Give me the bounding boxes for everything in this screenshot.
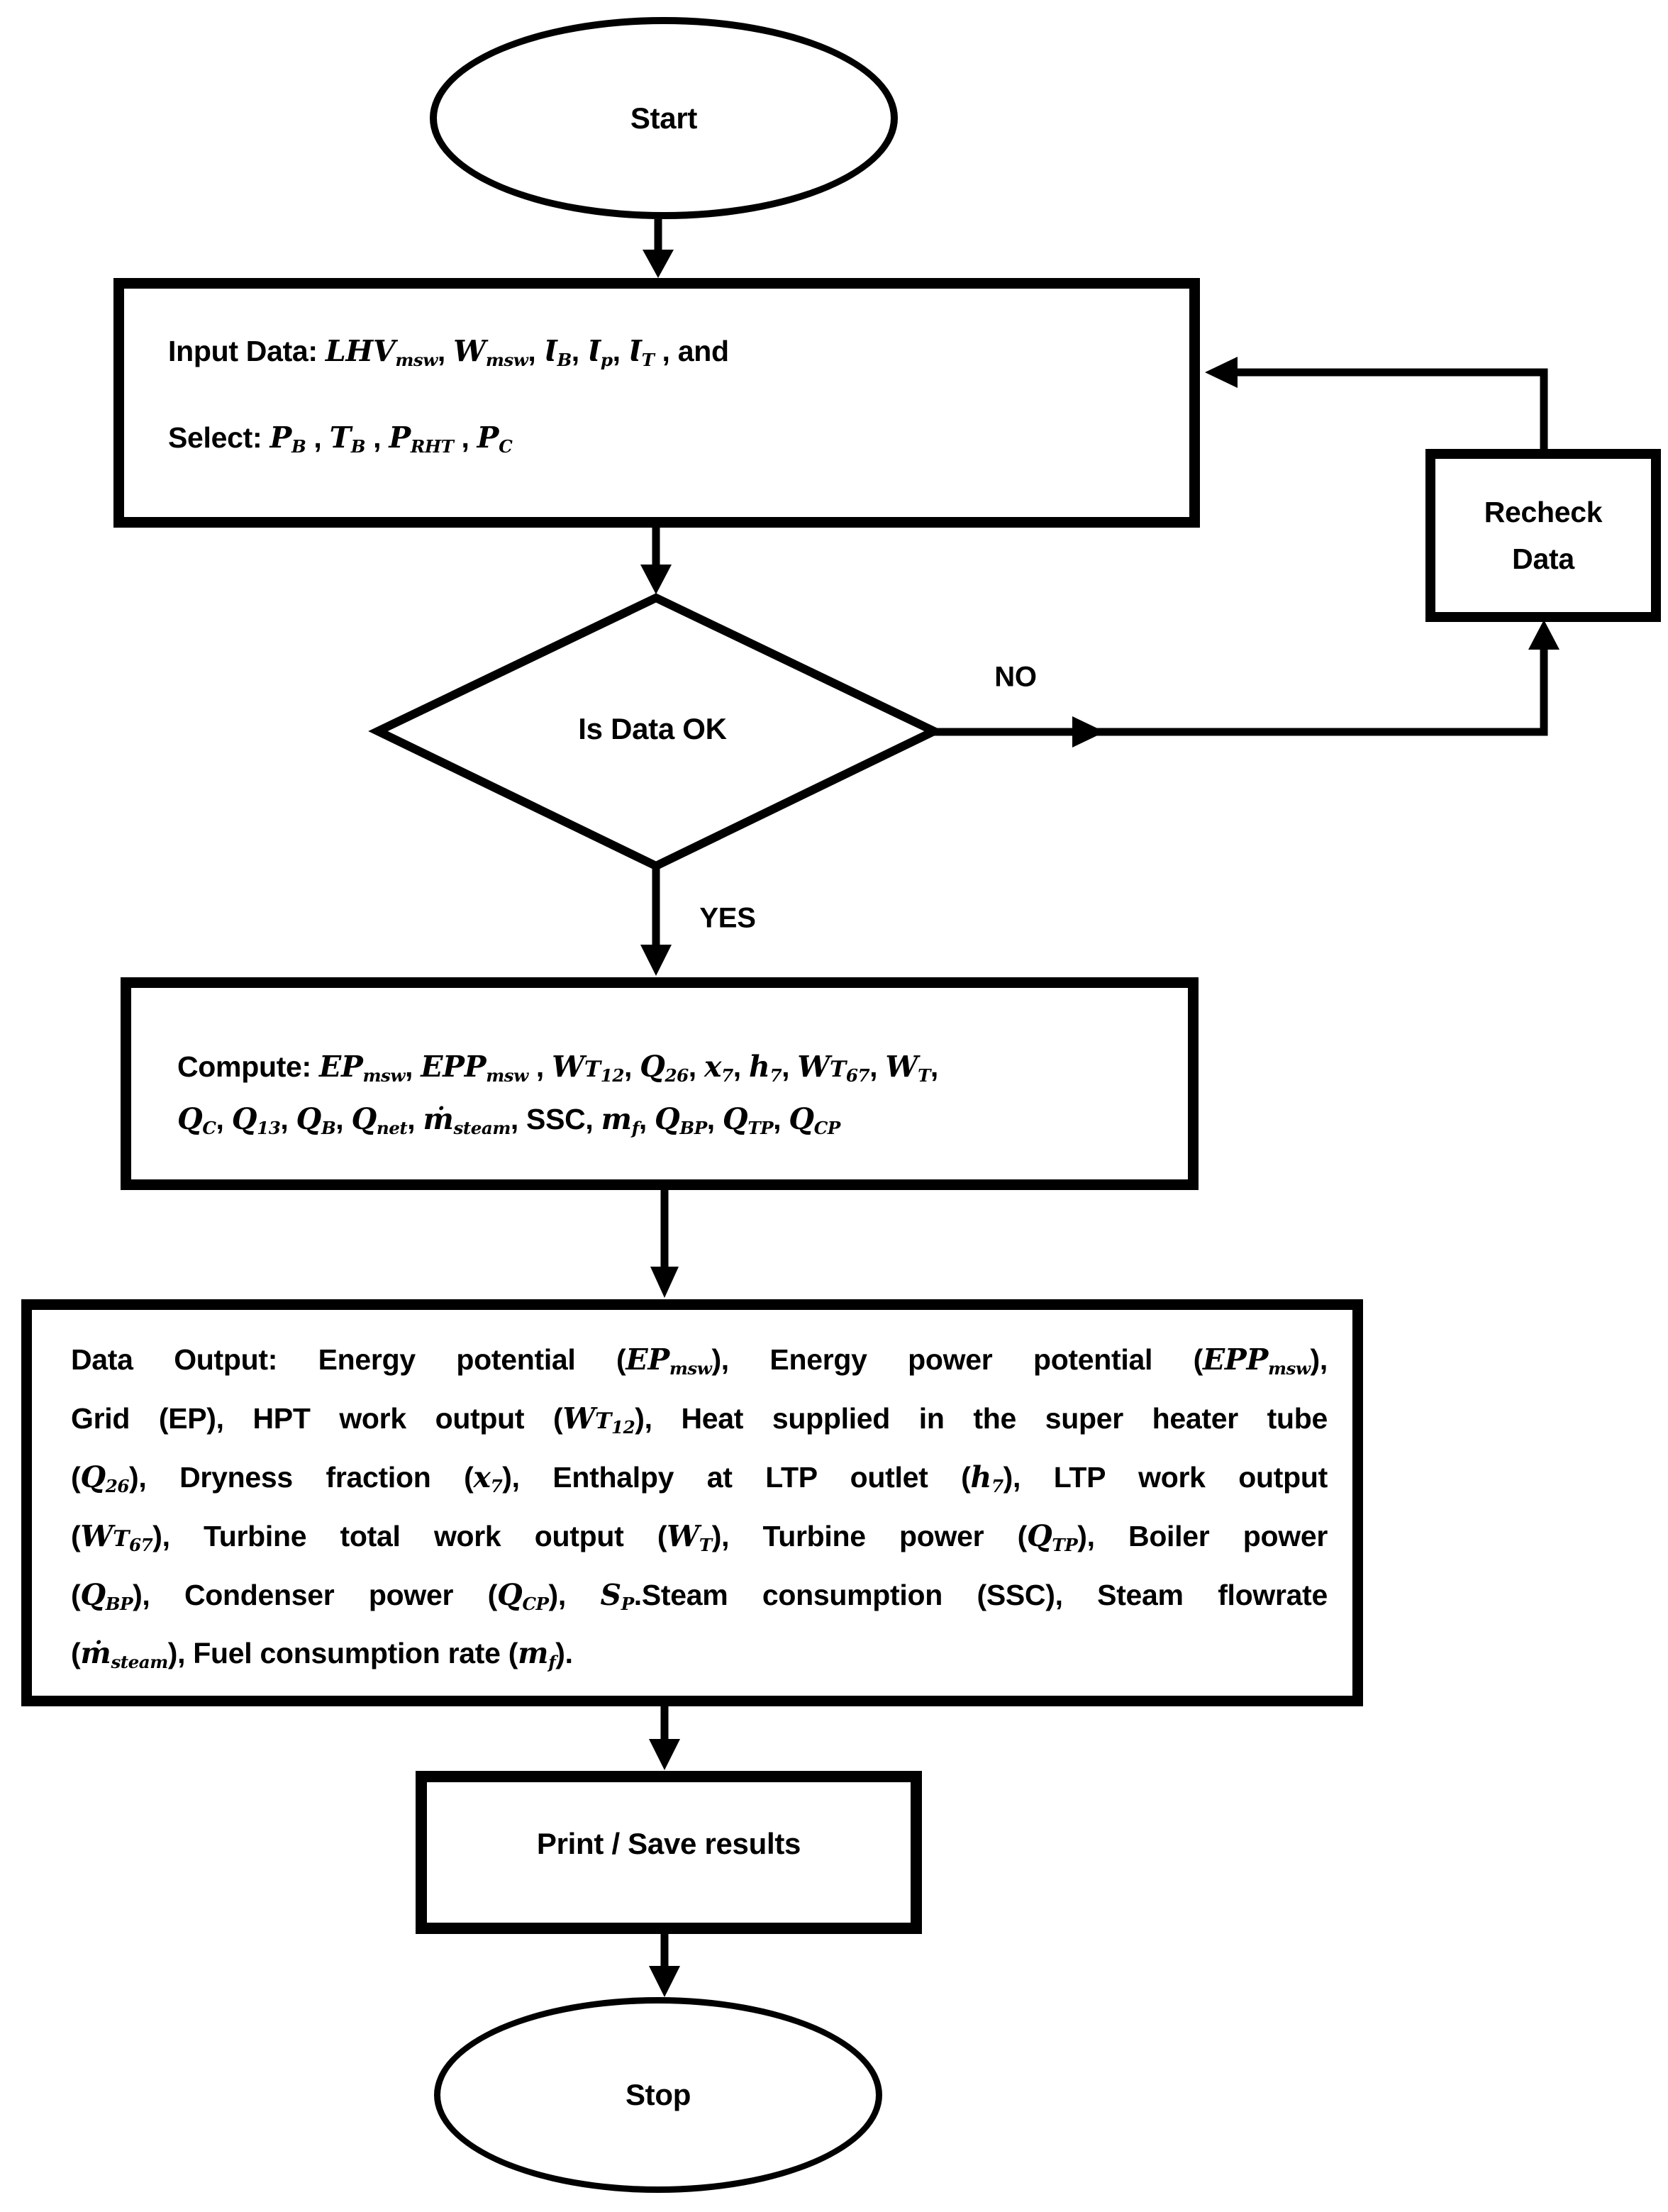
edge-decision-yes-to-compute [640,864,672,976]
output-line-6: (ṁsteam), Fuel consumption rate (mf). [71,1636,573,1673]
edge-output-to-print [649,1705,680,1770]
stop-label: Stop [625,2078,691,2111]
arrowhead-down-icon [640,945,672,976]
recheck-line-1: Recheck [1484,496,1603,528]
node-compute [121,977,1199,1190]
edge-print-to-stop [649,1933,680,1997]
data-output-text: Data Output: Energy potential (EPmsw), E… [71,1335,1328,1687]
arrowhead-left-icon [1205,357,1238,388]
node-stop: Stop [434,1997,882,2193]
arrowhead-down-icon [640,565,672,594]
arrowhead-right-icon [1072,716,1105,747]
decision-diamond-shape [368,593,944,871]
node-start: Start [430,17,898,219]
output-line-4: (WT67), Turbine total work output (WT), … [71,1518,1328,1555]
input-line-2: Select: PB , TB , PRHT , PC [168,421,513,457]
output-line-1: Data Output: Energy potential (EPmsw), E… [71,1343,1328,1379]
edge-compute-to-output [650,1189,679,1298]
node-recheck-data: Recheck Data [1425,449,1661,622]
compute-line-2: QC, Q13, QB, Qnet, ṁsteam, SSC, mf, QBP,… [177,1102,840,1138]
recheck-line-2: Data [1512,543,1574,575]
node-data-output [21,1299,1363,1706]
edge-decision-no-to-recheck [931,620,1559,747]
compute-line-1: Compute: EPmsw, EPPmsw , WT12, Q26, x7, … [177,1050,938,1086]
branch-label-yes: YES [699,902,756,934]
input-line-1: Input Data: LHVmsw, Wmsw, ƖB, Ɩp, ƖT , a… [168,334,729,370]
node-input-data [113,278,1200,528]
arrowhead-down-icon [649,1739,680,1770]
output-line-3: (Q26), Dryness fraction (x7), Enthalpy a… [71,1460,1328,1496]
edge-input-to-decision [640,528,672,594]
output-line-5: (QBP), Condenser power (QCP), SP.Steam c… [71,1577,1328,1614]
arrowhead-down-icon [649,1966,680,1997]
branch-label-no: NO [994,661,1037,693]
arrowhead-down-icon [650,1267,679,1298]
edge-recheck-to-input [1205,357,1548,451]
print-save-label: Print / Save results [536,1827,801,1860]
decision-label: Is Data OK [578,712,727,745]
start-label: Start [630,101,698,135]
edge-start-to-input [643,219,674,278]
arrowhead-up-icon [1528,620,1559,650]
output-line-2: Grid (EP), HPT work output (WT12), Heat … [71,1401,1328,1438]
arrowhead-down-icon [643,250,674,278]
node-print-save: Print / Save results [416,1771,922,1934]
